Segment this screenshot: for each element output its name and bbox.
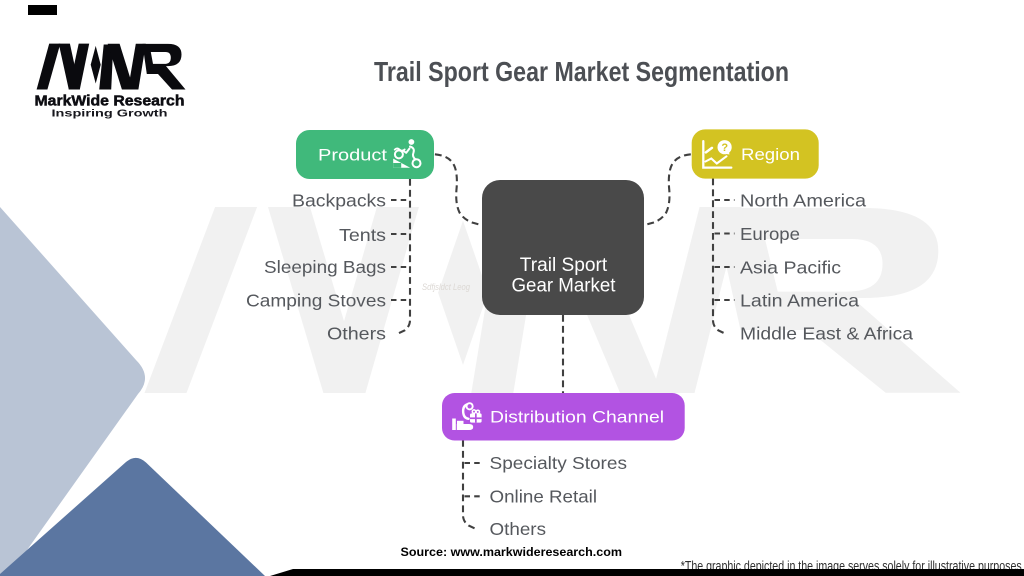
svg-text:Sleeping Bags: Sleeping Bags bbox=[264, 257, 386, 277]
svg-text:Backpacks: Backpacks bbox=[292, 190, 386, 210]
svg-text:Asia Pacific: Asia Pacific bbox=[740, 257, 841, 277]
svg-text:Trail Sport: Trail Sport bbox=[520, 255, 608, 276]
svg-text:Tents: Tents bbox=[339, 225, 386, 245]
svg-text:Source: www.markwideresearch.c: Source: www.markwideresearch.com bbox=[401, 545, 623, 559]
svg-text:Europe: Europe bbox=[740, 224, 800, 244]
svg-text:Product: Product bbox=[318, 146, 387, 165]
svg-text:MarkWide Research: MarkWide Research bbox=[35, 93, 185, 110]
svg-text:Latin America: Latin America bbox=[740, 290, 859, 310]
svg-text:Region: Region bbox=[741, 145, 800, 164]
svg-text:Distribution Channel: Distribution Channel bbox=[490, 408, 664, 427]
svg-text:Others: Others bbox=[327, 324, 386, 344]
svg-text:Middle East & Africa: Middle East & Africa bbox=[740, 324, 913, 344]
svg-text:Trail Sport Gear Market Segmen: Trail Sport Gear Market Segmentation bbox=[374, 56, 789, 87]
svg-text:?: ? bbox=[721, 142, 728, 154]
svg-text:North America: North America bbox=[740, 190, 866, 210]
svg-text:Inspiring Growth: Inspiring Growth bbox=[52, 108, 168, 120]
svg-text:Specialty Stores: Specialty Stores bbox=[490, 453, 628, 473]
svg-text:Others: Others bbox=[490, 519, 547, 539]
svg-text:Online Retail: Online Retail bbox=[490, 487, 598, 507]
svg-text:Camping Stoves: Camping Stoves bbox=[246, 290, 386, 310]
svg-text:Sdfjsldct Leog: Sdfjsldct Leog bbox=[422, 282, 471, 293]
svg-text:Gear Market: Gear Market bbox=[512, 276, 617, 297]
